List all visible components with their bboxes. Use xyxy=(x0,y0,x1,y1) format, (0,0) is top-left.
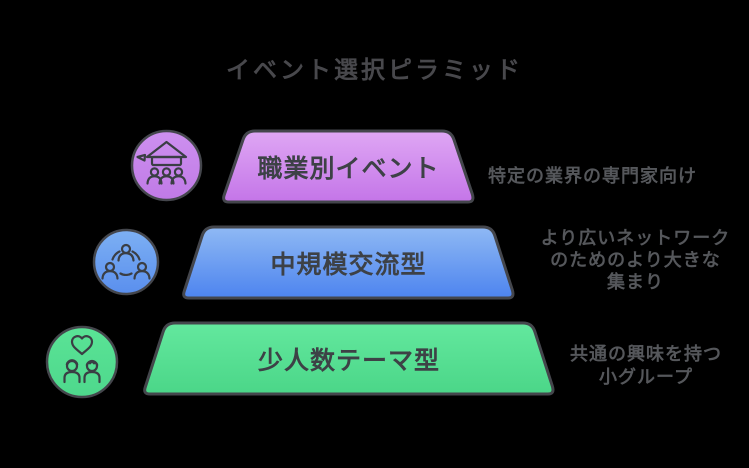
people-network-icon xyxy=(92,228,160,296)
diagram-title: イベント選択ピラミッド xyxy=(226,57,523,84)
pyramid-tier-bottom xyxy=(143,321,555,396)
pyramid-tier-middle xyxy=(182,225,515,300)
pyramid-tier-top xyxy=(222,129,475,204)
couple-heart-icon xyxy=(45,325,119,399)
conference-booth-icon xyxy=(130,129,203,202)
tier-description-top: 特定の業界の専門家向け xyxy=(488,166,697,186)
tier-description-bottom: 共通の興味を持つ 小グループ xyxy=(570,344,722,387)
tier-description-middle: より広いネットワーク のためのより大きな 集まり xyxy=(540,228,731,292)
